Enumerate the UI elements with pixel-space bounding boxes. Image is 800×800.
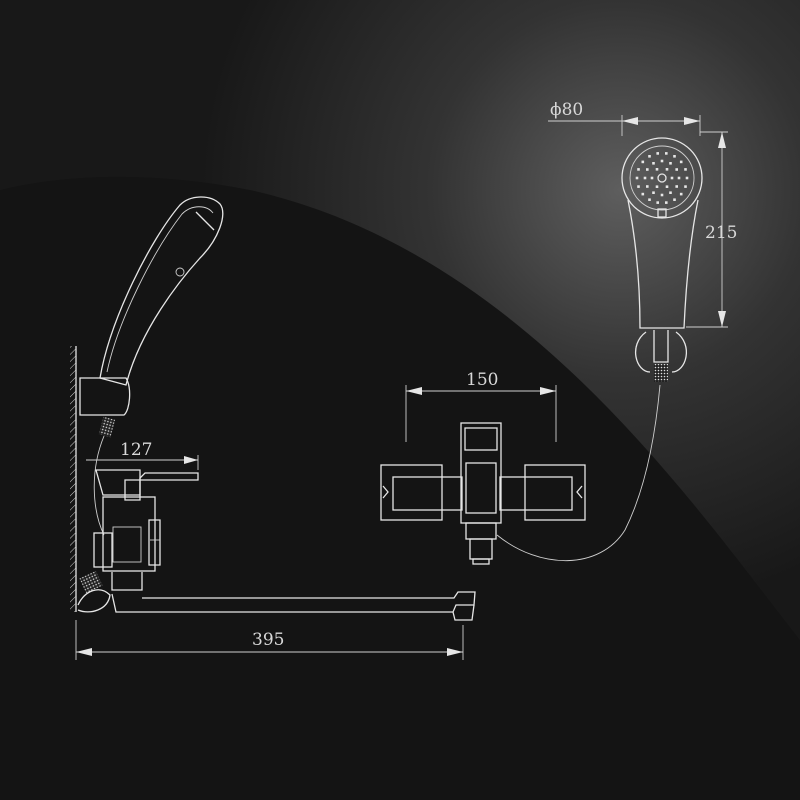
shower-nozzles (635, 152, 689, 204)
nozzle (660, 159, 664, 163)
spacing-dimension (405, 385, 557, 442)
diameter-dimension (548, 115, 701, 136)
nozzle (660, 193, 664, 197)
nozzle (652, 191, 655, 194)
nozzle (646, 185, 649, 188)
nozzle (637, 168, 640, 171)
nozzle (685, 176, 689, 180)
nozzle (675, 185, 678, 188)
spout-length-label: 395 (252, 630, 284, 650)
mixer-body-side (93, 469, 199, 591)
nozzle (669, 191, 672, 194)
nozzle (684, 185, 687, 188)
nozzle (646, 168, 649, 171)
nozzle (673, 155, 676, 158)
head-length-label: 215 (705, 223, 737, 243)
hand-shower-front (621, 137, 703, 382)
nozzle (665, 152, 668, 155)
nozzle (648, 198, 651, 201)
head-length-dimension (686, 131, 728, 328)
nozzle (677, 176, 681, 180)
nozzle (648, 155, 651, 158)
nozzle (669, 162, 672, 165)
nozzle (641, 160, 645, 164)
lever-length-label: 127 (120, 440, 152, 460)
nozzle (679, 192, 683, 196)
nozzle (656, 201, 659, 204)
nozzle (641, 192, 645, 196)
side-view (70, 196, 476, 621)
nozzle (652, 162, 655, 165)
nozzle (665, 201, 668, 204)
nozzle (637, 185, 640, 188)
nozzle (679, 160, 683, 164)
nozzle (655, 185, 659, 188)
nozzle (643, 176, 647, 180)
nozzle (665, 185, 669, 188)
wall-hatch (70, 346, 76, 612)
nozzle (675, 168, 678, 171)
nozzle (665, 168, 669, 171)
nozzle (655, 168, 659, 171)
lever-dimension (86, 455, 199, 470)
spout-dimension (75, 620, 464, 660)
nozzle (673, 198, 676, 201)
nozzle (656, 152, 659, 155)
shower-hose (496, 384, 661, 562)
diameter-label: ϕ80 (550, 100, 583, 120)
nozzle (635, 176, 639, 180)
shower-holder (79, 377, 131, 416)
nozzle (650, 176, 654, 180)
hand-shower-side (99, 196, 224, 386)
nozzle (670, 176, 674, 180)
nozzle (684, 168, 687, 171)
spacing-label: 150 (466, 370, 498, 390)
front-view (380, 422, 586, 565)
